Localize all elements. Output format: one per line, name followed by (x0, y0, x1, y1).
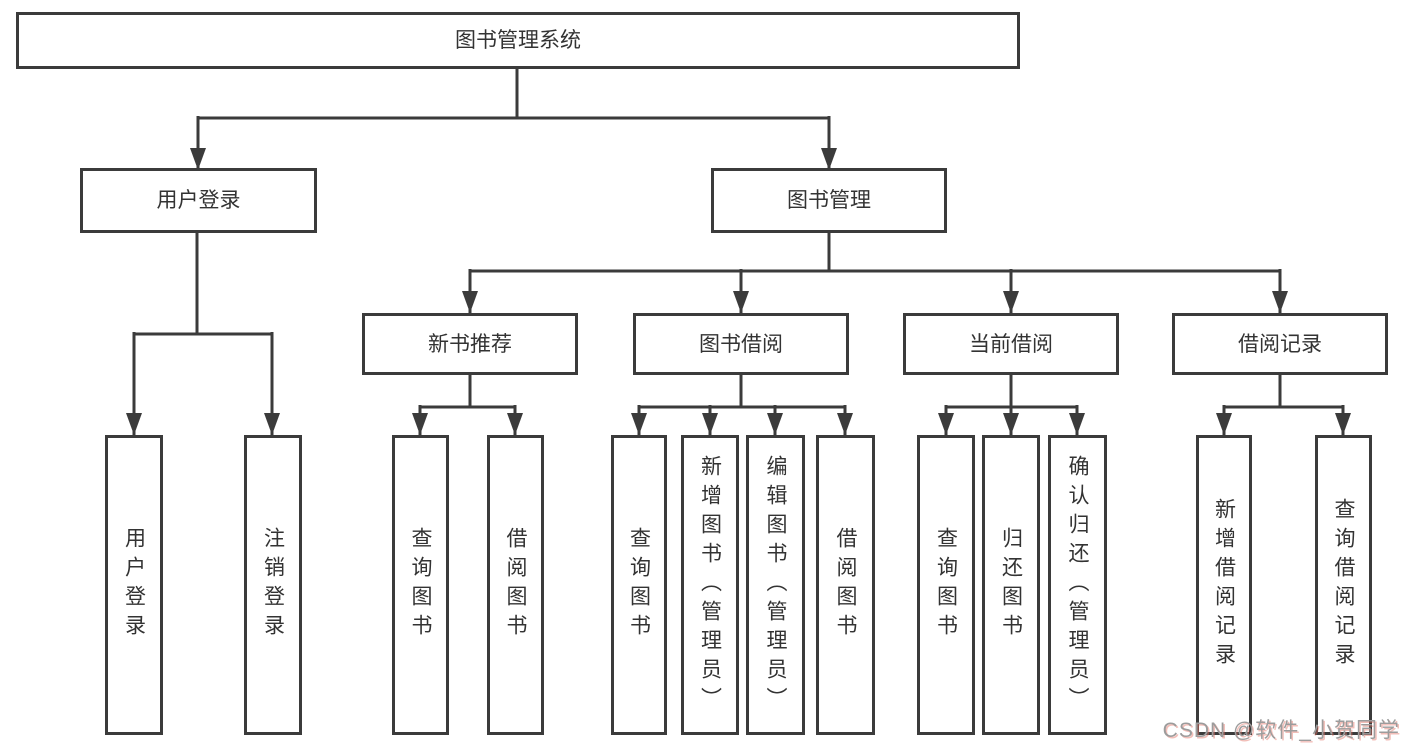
watermark: CSDN @软件_小贺同学 (1162, 719, 1400, 742)
leaf-query-books-recommend: 查询图书 (392, 435, 449, 735)
node-book-management: 图书管理 (711, 168, 947, 233)
leaf-query-books-borrow: 查询图书 (611, 435, 667, 735)
node-borrow-records: 借阅记录 (1172, 313, 1388, 375)
node-root: 图书管理系统 (16, 12, 1020, 69)
node-current-borrow: 当前借阅 (903, 313, 1119, 375)
leaf-edit-books-admin: 编辑图书（管理员） (746, 435, 805, 735)
leaf-add-borrow-record: 新增借阅记录 (1196, 435, 1252, 735)
leaf-query-borrow-record: 查询借阅记录 (1315, 435, 1372, 735)
node-book-borrow: 图书借阅 (633, 313, 849, 375)
node-new-book-recommend: 新书推荐 (362, 313, 578, 375)
leaf-return-books: 归还图书 (982, 435, 1040, 735)
leaf-borrow-books-borrow: 借阅图书 (816, 435, 875, 735)
leaf-logout: 注销登录 (244, 435, 302, 735)
leaf-add-books-admin: 新增图书（管理员） (681, 435, 739, 735)
leaf-borrow-books-recommend: 借阅图书 (487, 435, 544, 735)
leaf-confirm-return-admin: 确认归还（管理员） (1048, 435, 1107, 735)
node-user-login: 用户登录 (80, 168, 317, 233)
leaf-query-books-current: 查询图书 (917, 435, 975, 735)
leaf-user-login: 用户登录 (105, 435, 163, 735)
